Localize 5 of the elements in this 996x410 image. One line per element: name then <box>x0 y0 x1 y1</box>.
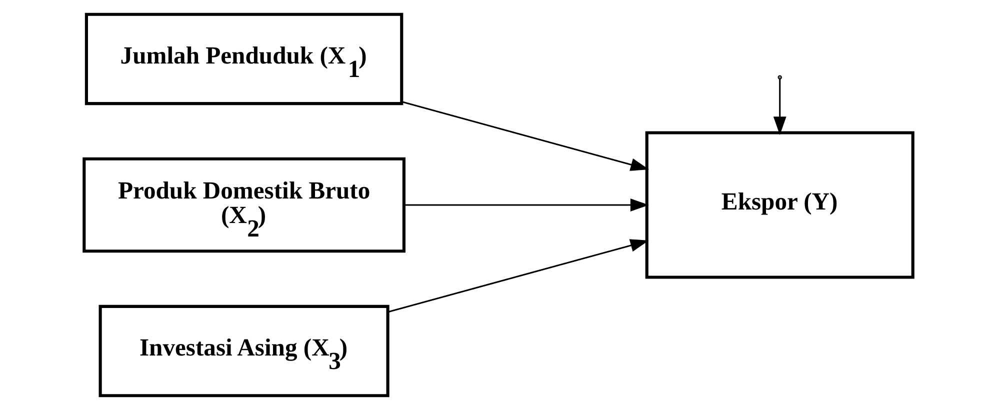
arrow <box>401 101 649 171</box>
node-box: Ekspor (Y) <box>644 131 914 279</box>
arrow <box>388 239 648 313</box>
arrow <box>772 78 786 136</box>
arrow <box>403 198 648 212</box>
